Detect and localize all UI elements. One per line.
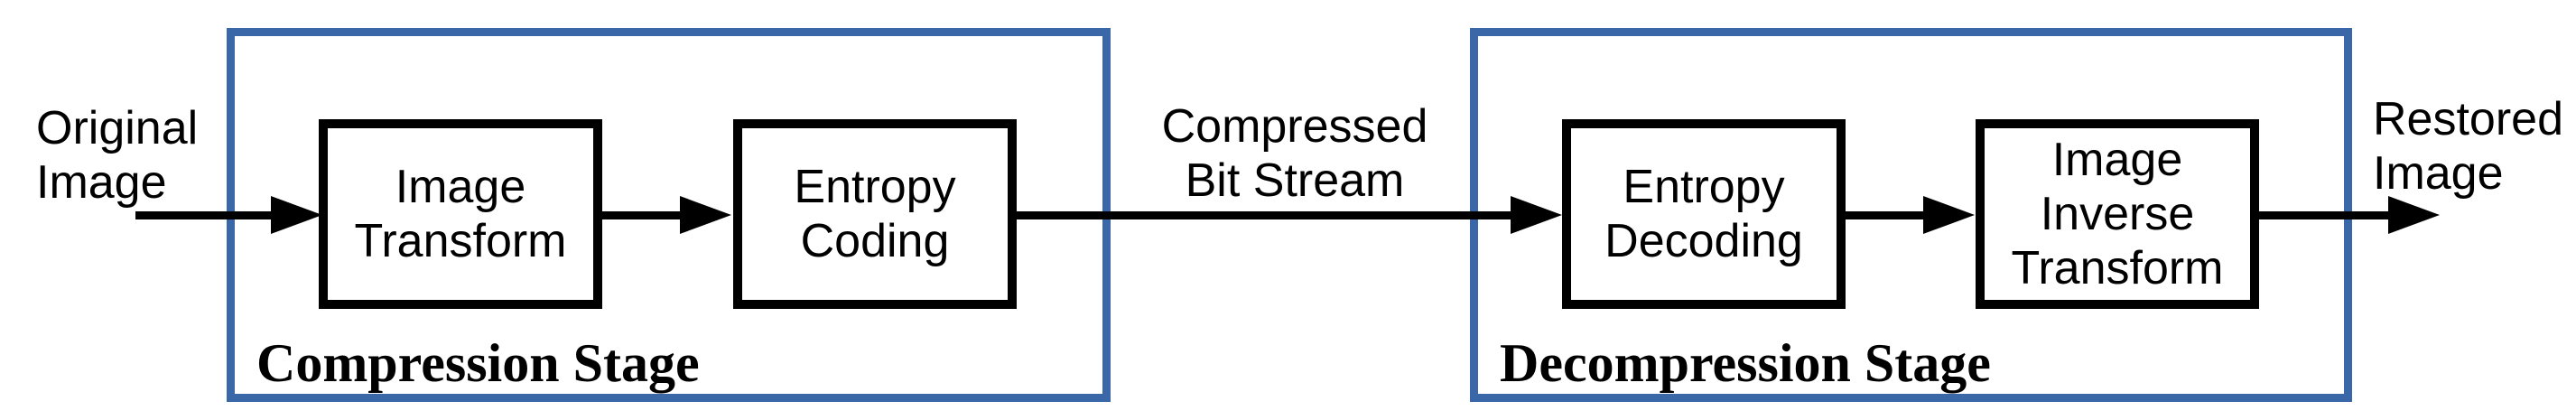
label-restored-image: Restored Image: [2373, 93, 2563, 200]
arrow-head-icon: [271, 196, 322, 234]
arrow-head-icon: [2388, 196, 2440, 234]
node-image-transform: Image Transform: [319, 119, 602, 309]
label-original-image: Original Image: [36, 102, 199, 209]
label-compressed-bit-stream: Compressed Bit Stream: [1161, 100, 1428, 207]
arrow-line-transform-to-coding: [599, 211, 682, 219]
arrow-line-bit-stream: [1011, 211, 1512, 219]
arrow-head-icon: [1923, 196, 1975, 234]
arrow-line-input: [135, 211, 274, 219]
arrow-head-icon: [1511, 196, 1562, 234]
compression-stage-title: Compression Stage: [256, 333, 700, 393]
node-entropy-decoding: Entropy Decoding: [1562, 119, 1846, 309]
arrow-line-output: [2255, 211, 2389, 219]
decompression-stage-title: Decompression Stage: [1500, 333, 1991, 393]
arrow-line-decoding-to-inverse: [1842, 211, 1925, 219]
node-entropy-coding: Entropy Coding: [733, 119, 1017, 309]
arrow-head-icon: [680, 196, 731, 234]
node-image-inverse-transform: Image Inverse Transform: [1976, 119, 2259, 309]
